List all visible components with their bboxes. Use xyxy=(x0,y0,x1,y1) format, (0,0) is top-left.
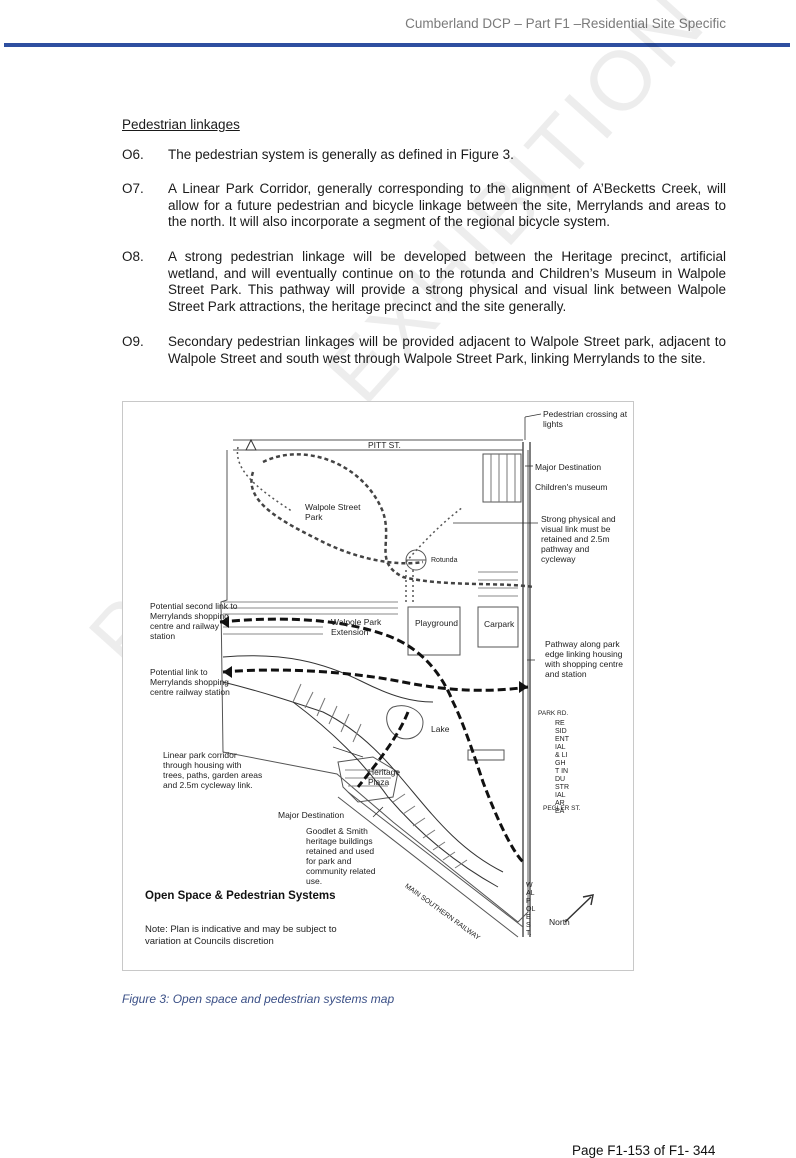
heritage-plaza-outline xyxy=(337,756,399,803)
arrowhead xyxy=(245,438,257,451)
secondary-dotted-path xyxy=(236,446,294,513)
header-rule xyxy=(4,43,790,47)
arrowhead xyxy=(220,616,229,628)
label-north: North xyxy=(549,917,570,927)
page-number: Page F1-153 of F1- 344 xyxy=(572,1143,716,1158)
childrens-museum-block xyxy=(482,453,522,503)
objective-text: The pedestrian system is generally as de… xyxy=(168,147,514,162)
park-loop-path xyxy=(250,471,424,565)
objective-item: O6. The pedestrian system is generally a… xyxy=(122,147,726,164)
secondary-dotted-path xyxy=(405,506,464,563)
objective-number: O6. xyxy=(122,147,144,162)
map-note: Note: Plan is indicative and may be subj… xyxy=(145,924,337,947)
primary-route xyxy=(356,711,410,788)
label-childrens-museum: Children's museum xyxy=(535,482,608,492)
objective-number: O7. xyxy=(122,181,144,196)
secondary-dotted-path xyxy=(405,570,414,602)
primary-route xyxy=(222,668,529,692)
carpark-block xyxy=(477,606,519,648)
figure-open-space-map: Pedestrian crossing at lights PITT ST. M… xyxy=(122,401,634,971)
label-potential-second-link: Potential second link to Merrylands shop… xyxy=(150,601,238,641)
lake-outline xyxy=(386,705,424,740)
arrowhead xyxy=(223,666,232,678)
playground-block xyxy=(407,606,461,656)
objective-item: O9. Secondary pedestrian linkages will b… xyxy=(122,334,726,367)
label-major-destination: Major Destination xyxy=(535,462,602,472)
north-arrow xyxy=(564,894,594,923)
label-ped-crossing: Pedestrian crossing at lights xyxy=(543,409,628,429)
objective-text: A Linear Park Corridor, generally corres… xyxy=(168,181,726,229)
label-park-rd: PARK RD. xyxy=(538,710,569,717)
objective-number: O8. xyxy=(122,249,144,264)
label-rotunda: Rotunda xyxy=(431,557,458,564)
label-potential-link: Potential link to Merrylands shopping ce… xyxy=(150,667,230,697)
label-walpole-st: WALPOLE ST. xyxy=(526,882,536,937)
header-title: Cumberland DCP – Part F1 –Residential Si… xyxy=(405,16,726,31)
label-pegler-st: PEGLER ST. xyxy=(543,805,581,812)
label-playground: Playground xyxy=(415,618,459,628)
label-carpark: Carpark xyxy=(484,619,515,629)
primary-route xyxy=(219,617,525,864)
figure-caption: Figure 3: Open space and pedestrian syst… xyxy=(122,992,395,1006)
linear-park-corridor xyxy=(222,655,434,703)
label-strong-link: Strong physical and visual link must be … xyxy=(541,514,616,564)
railway-line xyxy=(337,796,519,938)
objective-item: O8. A strong pedestrian linkage will be … xyxy=(122,249,726,315)
label-pitt-st: PITT ST. xyxy=(368,440,401,450)
map-drawing xyxy=(219,413,594,938)
objective-text: A strong pedestrian linkage will be deve… xyxy=(168,249,726,314)
objective-number: O9. xyxy=(122,334,144,349)
map-title: Open Space & Pedestrian Systems xyxy=(145,890,336,902)
label-lake: Lake xyxy=(431,724,450,734)
section-title: Pedestrian linkages xyxy=(122,117,240,132)
railway-line xyxy=(347,791,524,928)
label-walpole-park: Walpole Street Park xyxy=(305,502,361,522)
objective-item: O7. A Linear Park Corridor, generally co… xyxy=(122,181,726,231)
objective-text: Secondary pedestrian linkages will be pr… xyxy=(168,334,726,366)
label-heritage-plaza: Heritage Plaza xyxy=(368,767,401,787)
park-loop-path xyxy=(262,453,534,589)
arrowhead xyxy=(519,681,528,693)
label-major-destination-2: Major Destination xyxy=(278,810,345,820)
label-linear-corridor: Linear park corridor through housing wit… xyxy=(163,750,263,790)
label-pathway-along: Pathway along park edge linking housing … xyxy=(545,639,623,679)
label-residential-area: RESIDENTIAL & LIGHT INDUSTRIAL AREA xyxy=(555,720,569,815)
label-walpole-park-extension: Walpole Park Extension xyxy=(331,617,382,637)
label-goodlet-smith: Goodlet & Smith heritage buildings retai… xyxy=(306,826,376,886)
